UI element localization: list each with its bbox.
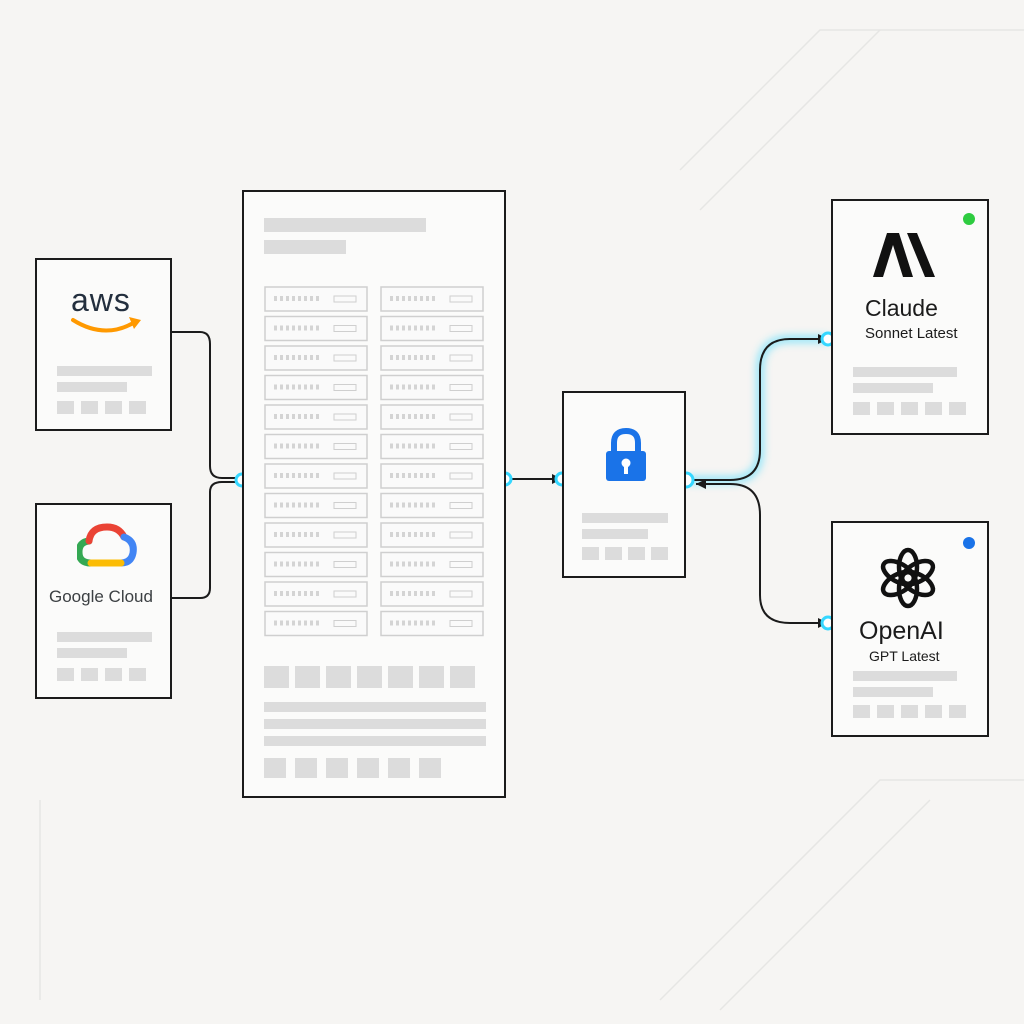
google-cloud-label: Google Cloud (49, 587, 153, 606)
server-rack-icon (264, 286, 484, 637)
aws-logo-icon: aws (69, 282, 145, 344)
output-connectors (686, 334, 828, 628)
security-card[interactable] (562, 391, 686, 578)
google-cloud-provider-card[interactable]: Google Cloud (35, 503, 172, 699)
model-version-label: Sonnet Latest (865, 325, 958, 342)
model-brand-label: Claude (865, 295, 938, 321)
gateway-server-card[interactable] (242, 190, 506, 798)
model-version-label: GPT Latest (869, 648, 940, 664)
status-indicator (963, 213, 975, 225)
aws-logo-text: aws (71, 282, 131, 318)
model-brand-label: OpenAI (859, 617, 944, 645)
google-cloud-logo-icon (77, 523, 137, 567)
openai-model-card[interactable]: OpenAI GPT Latest (831, 521, 989, 737)
openai-logo-icon (880, 547, 936, 609)
status-indicator (963, 537, 975, 549)
aws-provider-card[interactable]: aws (35, 258, 172, 431)
input-connectors (172, 331, 242, 599)
lock-icon (606, 427, 646, 481)
claude-model-card[interactable]: Claude Sonnet Latest (831, 199, 989, 435)
anthropic-logo-icon (873, 233, 935, 277)
